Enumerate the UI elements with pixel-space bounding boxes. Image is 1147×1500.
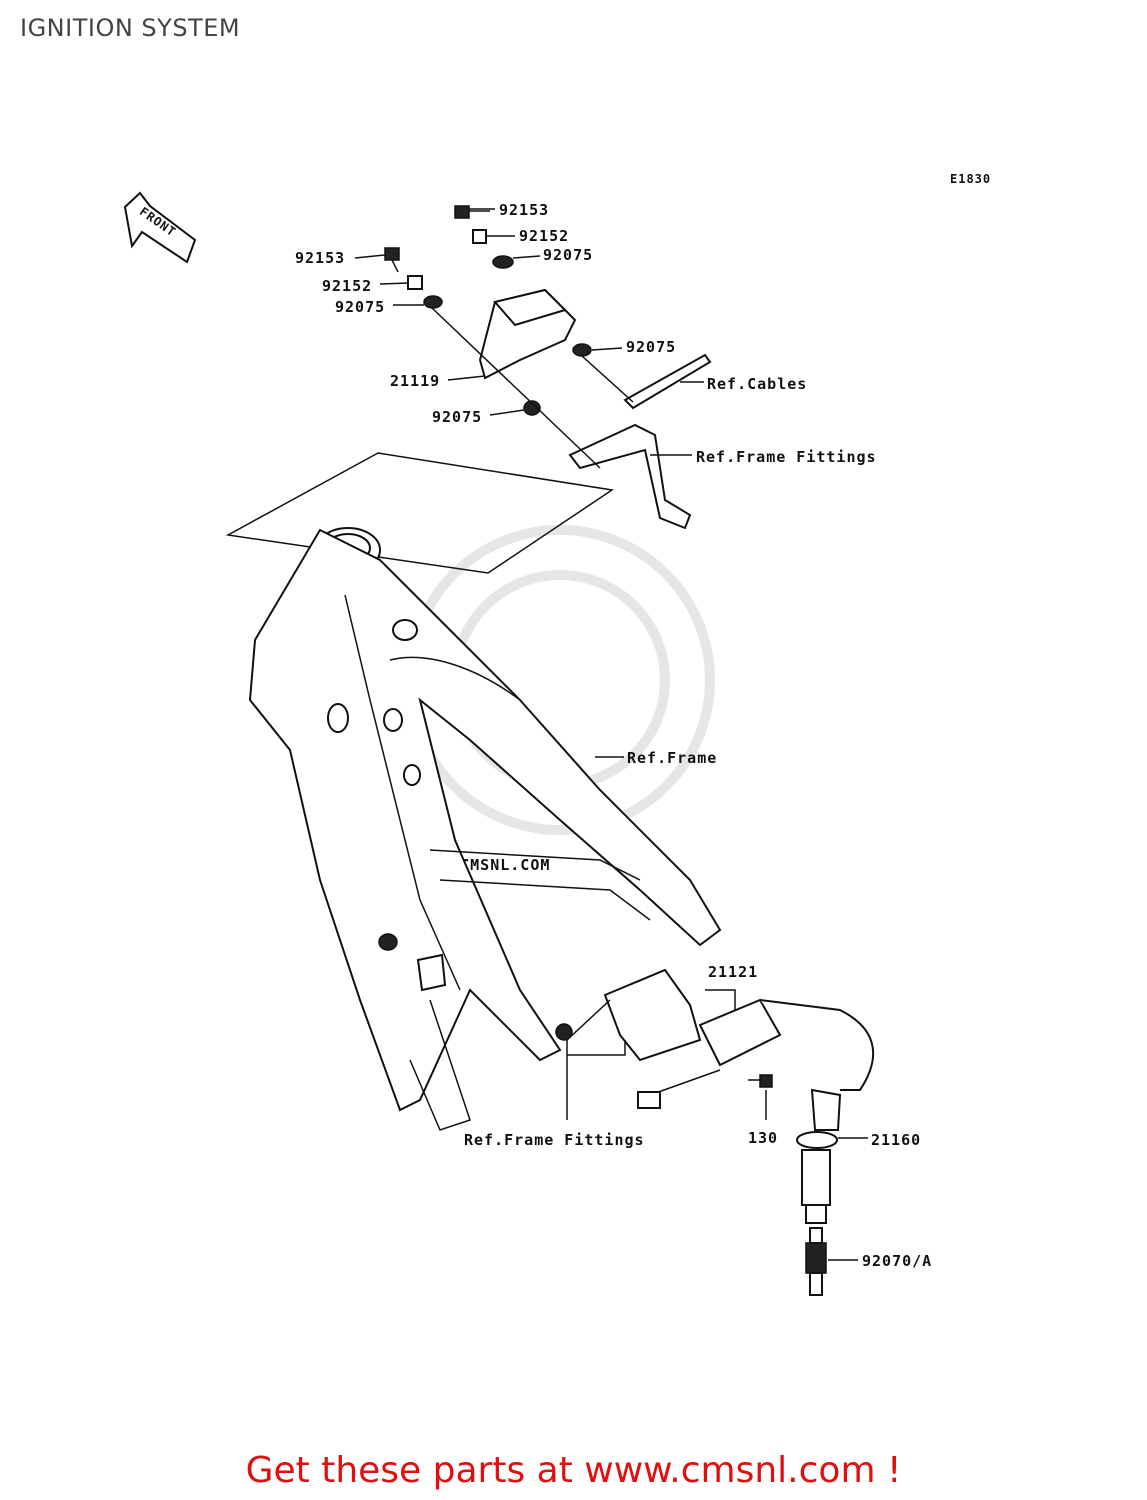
callout-21121: 21121 bbox=[708, 963, 758, 981]
callout-92152-left: 92152 bbox=[322, 277, 372, 295]
footer-link[interactable]: Get these parts at www.cmsnl.com ! bbox=[245, 1450, 902, 1491]
callout-92075-left: 92075 bbox=[335, 298, 385, 316]
front-arrow-icon: FRONT bbox=[123, 191, 197, 264]
bolt-130 bbox=[748, 1074, 773, 1088]
callout-ref-frame-fittings-top: Ref.Frame Fittings bbox=[696, 448, 877, 466]
callout-92152-top: 92152 bbox=[519, 227, 569, 245]
callout-92153-left: 92153 bbox=[295, 249, 345, 267]
frame bbox=[248, 527, 722, 1131]
collar-92152-top bbox=[472, 229, 487, 244]
collar-92152-left bbox=[407, 275, 423, 290]
callout-92075-lower: 92075 bbox=[432, 408, 482, 426]
callout-130: 130 bbox=[748, 1129, 778, 1147]
grommet-92075-left bbox=[423, 295, 443, 309]
spark-plug-92070a bbox=[805, 1227, 827, 1296]
callout-92070a: 92070/A bbox=[862, 1252, 932, 1270]
bolt-92153-top bbox=[454, 205, 490, 219]
cables-bracket bbox=[623, 353, 712, 410]
zoom-outline bbox=[225, 452, 615, 574]
callout-ref-cables: Ref.Cables bbox=[707, 375, 807, 393]
callout-92153-top: 92153 bbox=[499, 201, 549, 219]
ignition-coil-21121 bbox=[603, 968, 874, 1109]
callout-92075-top: 92075 bbox=[543, 246, 593, 264]
callout-92075-right: 92075 bbox=[626, 338, 676, 356]
callout-21160: 21160 bbox=[871, 1131, 921, 1149]
bolt-92153-left bbox=[384, 247, 400, 273]
grommet-92075-top bbox=[492, 255, 514, 269]
callout-ref-frame-fittings-bottom: Ref.Frame Fittings bbox=[464, 1131, 645, 1149]
callout-21119: 21119 bbox=[390, 372, 440, 390]
grommet-92075-right bbox=[572, 343, 592, 357]
page-title: IGNITION SYSTEM bbox=[20, 14, 241, 42]
frame-fittings-bracket-top bbox=[568, 423, 692, 530]
nut-frame-fitting bbox=[555, 1023, 573, 1041]
diagram-code: E1830 bbox=[950, 172, 991, 186]
grommet-92075-lower bbox=[523, 400, 541, 416]
plug-cap-21160 bbox=[796, 1088, 842, 1224]
igniter-21119 bbox=[478, 288, 577, 380]
callout-ref-frame: Ref.Frame bbox=[627, 749, 717, 767]
